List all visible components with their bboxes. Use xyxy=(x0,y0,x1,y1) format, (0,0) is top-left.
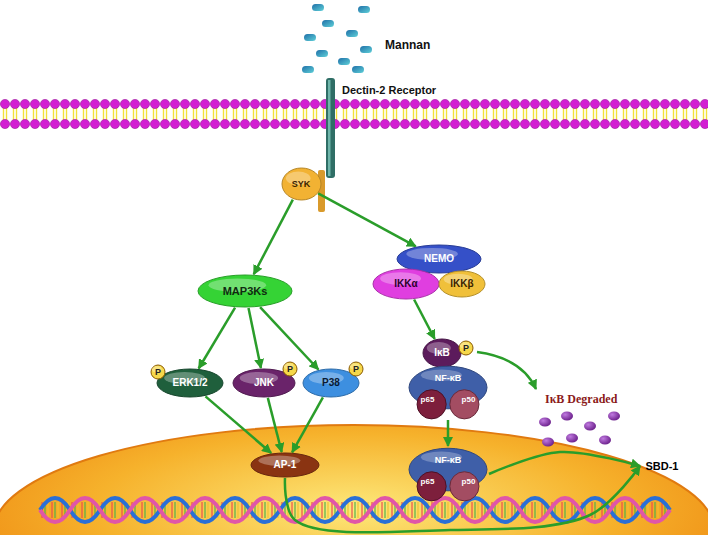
activation-arrow xyxy=(292,397,323,452)
subunit-label: p65 xyxy=(407,395,448,404)
subunit-label: p50 xyxy=(448,395,489,404)
receptor-label: Dectin-2 Receptor xyxy=(342,84,436,96)
protein-label: NF-κB xyxy=(407,455,489,465)
protein-label: P38 xyxy=(322,377,340,389)
activation-arrow xyxy=(199,308,235,369)
phospho-mark: P xyxy=(287,364,293,374)
protein-ellipse: IKKβ xyxy=(438,270,486,298)
activation-arrow xyxy=(318,193,416,246)
activation-arrow xyxy=(254,200,293,275)
lipid-bilayer xyxy=(0,99,708,129)
protein-label: JNK xyxy=(254,377,274,389)
protein-ellipse: SYK xyxy=(281,167,322,201)
protein-ellipse: P ERK1/2 xyxy=(156,368,224,398)
protein-label: NF-κB xyxy=(407,373,489,383)
node-outline xyxy=(407,446,489,502)
nfkb-dimer: NF-κB p65p50 xyxy=(407,446,489,502)
nfkb-dimer: NF-κB p65p50 xyxy=(407,364,489,420)
activation-arrow xyxy=(260,307,318,369)
protein-ellipse: MAP3Ks xyxy=(197,274,293,308)
protein-ellipse: IKKα xyxy=(372,268,440,300)
protein-label: NEMO xyxy=(424,253,454,265)
phospho-circle: P xyxy=(282,361,298,377)
activation-arrow xyxy=(285,466,640,532)
protein-label: SYK xyxy=(292,179,311,189)
phospho-circle: P xyxy=(150,364,166,380)
nucleus-shape xyxy=(0,425,708,535)
mannan-particles xyxy=(302,4,372,73)
gene-node: SBD-1 xyxy=(640,458,684,474)
activation-arrow xyxy=(414,300,435,339)
protein-ellipse: AP-1 xyxy=(250,452,320,478)
subunit-label: p50 xyxy=(448,477,489,486)
protein-label: IκB xyxy=(434,347,450,359)
protein-label: IKKα xyxy=(394,278,417,290)
activation-arrow xyxy=(447,420,450,446)
receptor-symbol xyxy=(318,78,335,212)
degradation-label: IκB Degraded xyxy=(545,392,617,407)
activation-arrow xyxy=(489,452,640,474)
degraded-fragments xyxy=(539,412,620,447)
protein-ellipse: PP38 xyxy=(302,368,360,398)
phospho-circle: P xyxy=(348,361,364,377)
phospho-mark: P xyxy=(463,343,469,353)
phospho-mark: P xyxy=(353,364,359,374)
protein-label: AP-1 xyxy=(274,459,297,471)
subunit-row: p65p50 xyxy=(407,395,489,404)
subunit-label: p65 xyxy=(407,477,448,486)
subunit-row: p65p50 xyxy=(407,477,489,486)
dna-helix xyxy=(40,498,670,522)
protein-label: IKKβ xyxy=(450,278,473,290)
protein-label: MAP3Ks xyxy=(223,285,268,298)
phospho-mark: P xyxy=(155,367,161,377)
activation-arrow xyxy=(205,396,271,453)
phospho-circle: P xyxy=(458,340,474,356)
ligand-label: Mannan xyxy=(385,38,430,52)
protein-ellipse: PJNK xyxy=(232,368,296,398)
node-outline xyxy=(407,364,489,420)
protein-label: ERK1/2 xyxy=(172,377,207,389)
activation-arrow xyxy=(268,398,282,452)
activation-arrow xyxy=(249,308,261,368)
protein-ellipse: PIκB xyxy=(422,338,462,368)
gene-label: SBD-1 xyxy=(645,460,678,473)
